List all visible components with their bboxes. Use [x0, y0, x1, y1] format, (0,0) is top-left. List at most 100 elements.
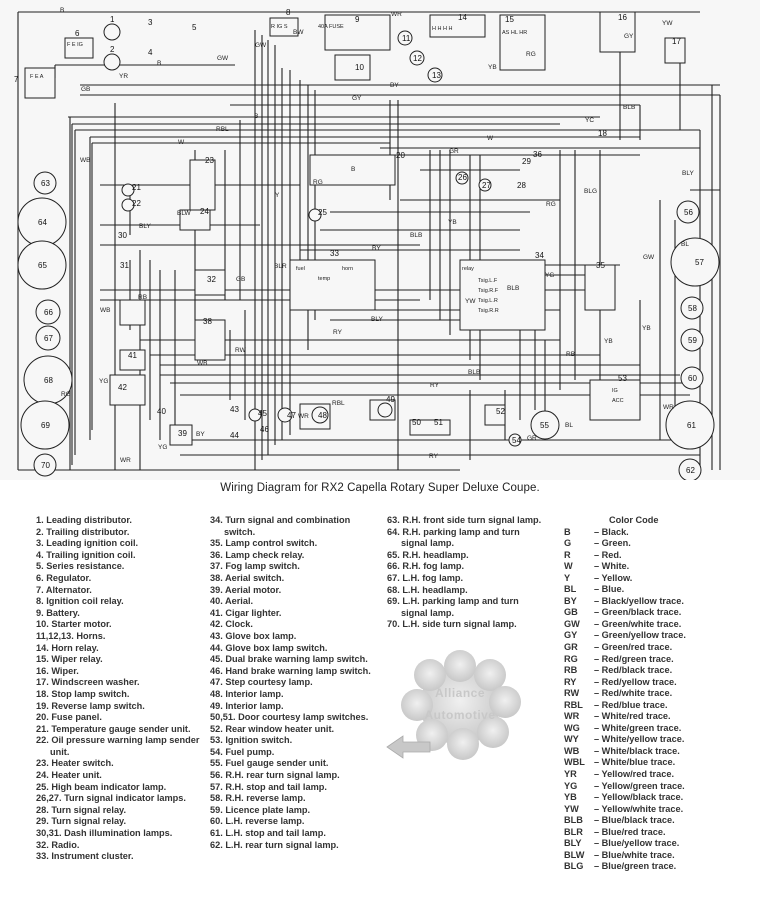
- color-code: G: [564, 538, 572, 549]
- component-box: [269, 17, 299, 37]
- component-number: 70: [41, 461, 50, 470]
- component-number: 15: [505, 15, 514, 24]
- color-code: R: [564, 549, 571, 560]
- component-box: [324, 14, 391, 51]
- wire-color-label: YG: [158, 444, 167, 451]
- color-code: YB: [564, 792, 577, 803]
- component-box: [499, 14, 546, 71]
- legend-item: 62. L.H. rear turn signal lamp.: [210, 839, 339, 850]
- component-inner-label: temp: [318, 276, 330, 282]
- wire-color-label: B: [351, 166, 355, 173]
- component-inner-label: Tsig.L.F: [478, 278, 498, 284]
- color-code-row: WR– White/red trace.: [564, 711, 754, 723]
- component-number: 68: [44, 376, 53, 385]
- component-circle: [35, 299, 61, 325]
- color-code: WB: [564, 745, 580, 756]
- component-inner-label: fuel: [296, 266, 305, 272]
- component-number: 45: [258, 409, 267, 418]
- color-meaning: – Black.: [594, 526, 629, 537]
- component-number: 10: [355, 63, 364, 72]
- legend-column-2: 34. Turn signal and combination switch.3…: [210, 515, 375, 851]
- component-inner-label: F E A: [30, 74, 44, 80]
- color-code-row: WBL– White/blue trace.: [564, 757, 754, 769]
- component-circle: [678, 458, 702, 480]
- component-number: 27: [482, 181, 491, 190]
- legend-item: 53. Ignition switch.: [210, 735, 293, 746]
- legend-item: 52. Rear window heater unit.: [210, 723, 335, 734]
- wire-color-label: RY: [333, 329, 343, 336]
- legend-item: 15. Wiper relay.: [36, 654, 103, 665]
- wire-color-label: RB: [138, 294, 147, 301]
- component-circle: [680, 366, 704, 390]
- component-circle: [20, 400, 70, 450]
- component-circle: [397, 30, 413, 46]
- wire-color-label: YC: [585, 117, 594, 124]
- legend-item: 45. Dual brake warning lamp switch.: [210, 654, 368, 665]
- component-number: 69: [41, 421, 50, 430]
- color-meaning: – Red.: [594, 549, 622, 560]
- color-code-row: R – Red.: [564, 550, 754, 562]
- component-number: 65: [38, 261, 47, 270]
- component-number: 38: [203, 317, 212, 326]
- color-meaning: – White/yellow trace.: [594, 734, 685, 745]
- component-number: 3: [148, 18, 153, 27]
- color-code-row: YR– Yellow/red trace.: [564, 769, 754, 781]
- component-number: 11: [402, 34, 411, 43]
- wire-color-label: GW: [643, 254, 655, 261]
- color-code: WR: [564, 711, 580, 722]
- legend-item: 69. L.H. parking lamp and turn signal la…: [387, 596, 519, 618]
- color-meaning: – Red/yellow trace.: [594, 676, 677, 687]
- component-number: 1: [110, 15, 115, 24]
- color-code: RB: [564, 665, 578, 676]
- color-code: Y: [564, 572, 571, 583]
- legend-item: 3. Leading ignition coil.: [36, 538, 139, 549]
- wire-color-label: BW: [293, 29, 304, 36]
- color-code-row: YB– Yellow/black trace.: [564, 792, 754, 804]
- color-meaning: – Blue/black trace.: [594, 815, 675, 826]
- legend-item: 59. Licence plate lamp.: [210, 804, 311, 815]
- legend-item: 32. Radio.: [36, 839, 80, 850]
- legend-item: 2. Trailing distributor.: [36, 526, 130, 537]
- color-code-row: BL– Blue.: [564, 584, 754, 596]
- legend-item: 54. Fuel pump.: [210, 746, 275, 757]
- component-circle: [670, 237, 720, 287]
- component-box: [119, 349, 146, 371]
- component-circle: [680, 328, 704, 352]
- wire-color-label: W: [487, 135, 494, 142]
- color-meaning: – Blue/yellow trace.: [594, 838, 680, 849]
- color-meaning: – White.: [594, 561, 630, 572]
- component-number: 4: [148, 48, 153, 57]
- wire-color-label: YW: [465, 298, 476, 305]
- wire-color-label: YB: [448, 219, 457, 226]
- wire-color-label: GB: [236, 276, 245, 283]
- color-meaning: – Green.: [594, 538, 631, 549]
- component-number: 36: [533, 150, 542, 159]
- legend-item: 33. Instrument cluster.: [36, 851, 134, 862]
- wire-color-label: BL: [681, 241, 689, 248]
- component-box: [64, 37, 94, 59]
- component-circle: [121, 198, 135, 212]
- component-number: 21: [132, 183, 141, 192]
- component-circle: [409, 50, 425, 66]
- wire-color-label: BY: [390, 82, 399, 89]
- component-box: [584, 264, 616, 311]
- color-code-row: BLR– Blue/red trace.: [564, 827, 754, 839]
- component-inner-label: ACC: [612, 398, 624, 404]
- legend-item: 65. R.H. headlamp.: [387, 549, 469, 560]
- component-box: [24, 67, 56, 99]
- color-code: YG: [564, 780, 578, 791]
- component-box: [179, 209, 211, 231]
- legend-column-1: 1. Leading distributor.2. Trailing distr…: [36, 515, 206, 863]
- color-meaning: – Red/black trace.: [594, 665, 673, 676]
- legend-item: 29. Turn signal relay.: [36, 816, 127, 827]
- color-meaning: – Blue/green trace.: [594, 861, 677, 872]
- wire-color-label: WB: [100, 307, 110, 314]
- wire-color-label: WB: [80, 157, 90, 164]
- wire-color-label: RG: [526, 51, 536, 58]
- legend-item: 64. R.H. parking lamp and turn signal la…: [387, 526, 520, 549]
- component-inner-label: Tsig.R.R: [478, 308, 499, 314]
- component-box: [429, 14, 486, 38]
- component-inner-label: IG: [612, 388, 618, 394]
- color-meaning: – Blue.: [594, 584, 625, 595]
